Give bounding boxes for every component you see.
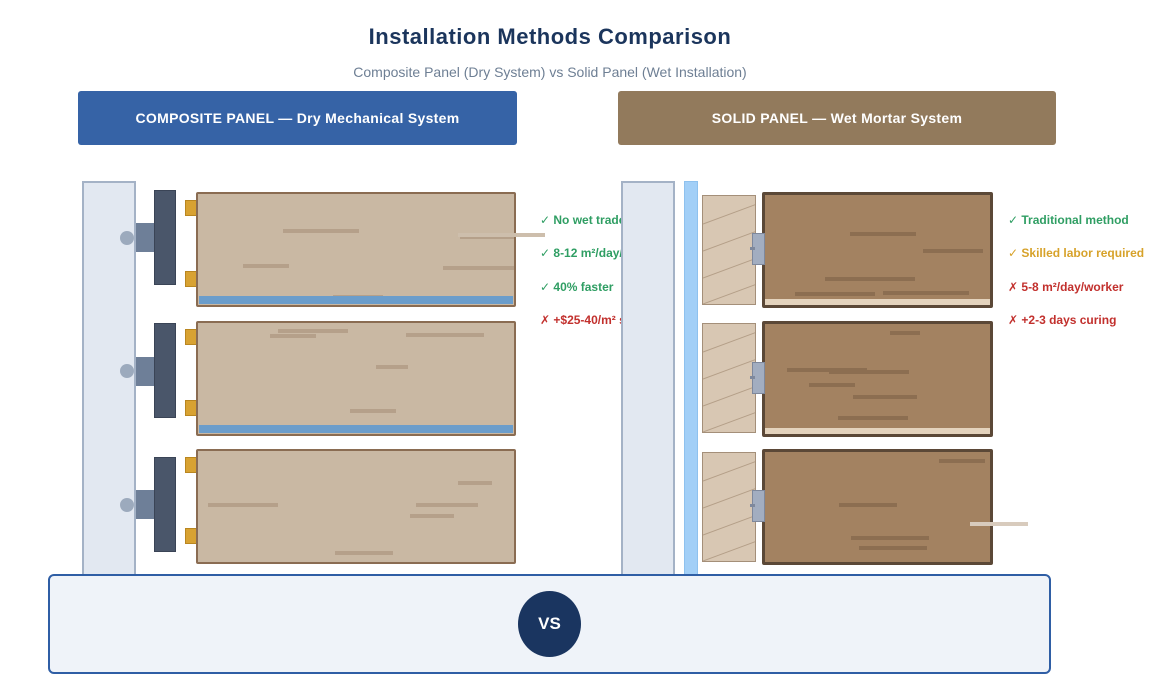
composite-feature-1: ✓ No wet trades <box>540 213 633 227</box>
solid-feature-1: ✓ Traditional method <box>1008 213 1129 227</box>
wall-anchor <box>120 364 134 378</box>
page-subtitle: Composite Panel (Dry System) vs Solid Pa… <box>353 64 747 80</box>
substrate-wall <box>82 181 136 576</box>
panel-edge <box>765 428 990 434</box>
vertical-rail <box>154 457 176 552</box>
panel-edge <box>765 299 990 305</box>
bracket-arm <box>136 357 156 386</box>
bracket-arm <box>136 490 156 519</box>
anchor-pin <box>750 490 765 522</box>
bracket-arm <box>136 223 156 252</box>
composite-panel <box>196 192 516 307</box>
solid-feature-4: ✗ +2-3 days curing <box>1008 313 1117 327</box>
solid-panel <box>762 321 993 437</box>
wall-anchor <box>120 498 134 512</box>
panel-backing <box>199 425 513 433</box>
composite-panel <box>196 449 516 564</box>
solid-feature-3: ✗ 5-8 m²/day/worker <box>1008 280 1124 294</box>
wall-anchor <box>120 231 134 245</box>
composite-panel-header: COMPOSITE PANEL — Dry Mechanical System <box>78 91 517 145</box>
page-title: Installation Methods Comparison <box>368 24 732 49</box>
mortar-bed <box>702 452 756 562</box>
vertical-rail <box>154 323 176 418</box>
composite-feature-3: ✓ 40% faster <box>540 280 614 294</box>
substrate-wall <box>621 181 675 576</box>
solid-feature-2: ✓ Skilled labor required <box>1008 246 1145 260</box>
mortar-bed <box>702 323 756 433</box>
composite-panel <box>196 321 516 436</box>
solid-panel-header: SOLID PANEL — Wet Mortar System <box>618 91 1056 145</box>
anchor-pin <box>750 233 765 265</box>
waterproof-membrane <box>684 181 698 576</box>
vs-badge: VS <box>518 591 581 657</box>
vertical-rail <box>154 190 176 285</box>
anchor-pin <box>750 362 765 394</box>
mortar-bed <box>702 195 756 305</box>
solid-panel <box>762 192 993 308</box>
solid-panel <box>762 449 993 565</box>
panel-backing <box>199 296 513 304</box>
